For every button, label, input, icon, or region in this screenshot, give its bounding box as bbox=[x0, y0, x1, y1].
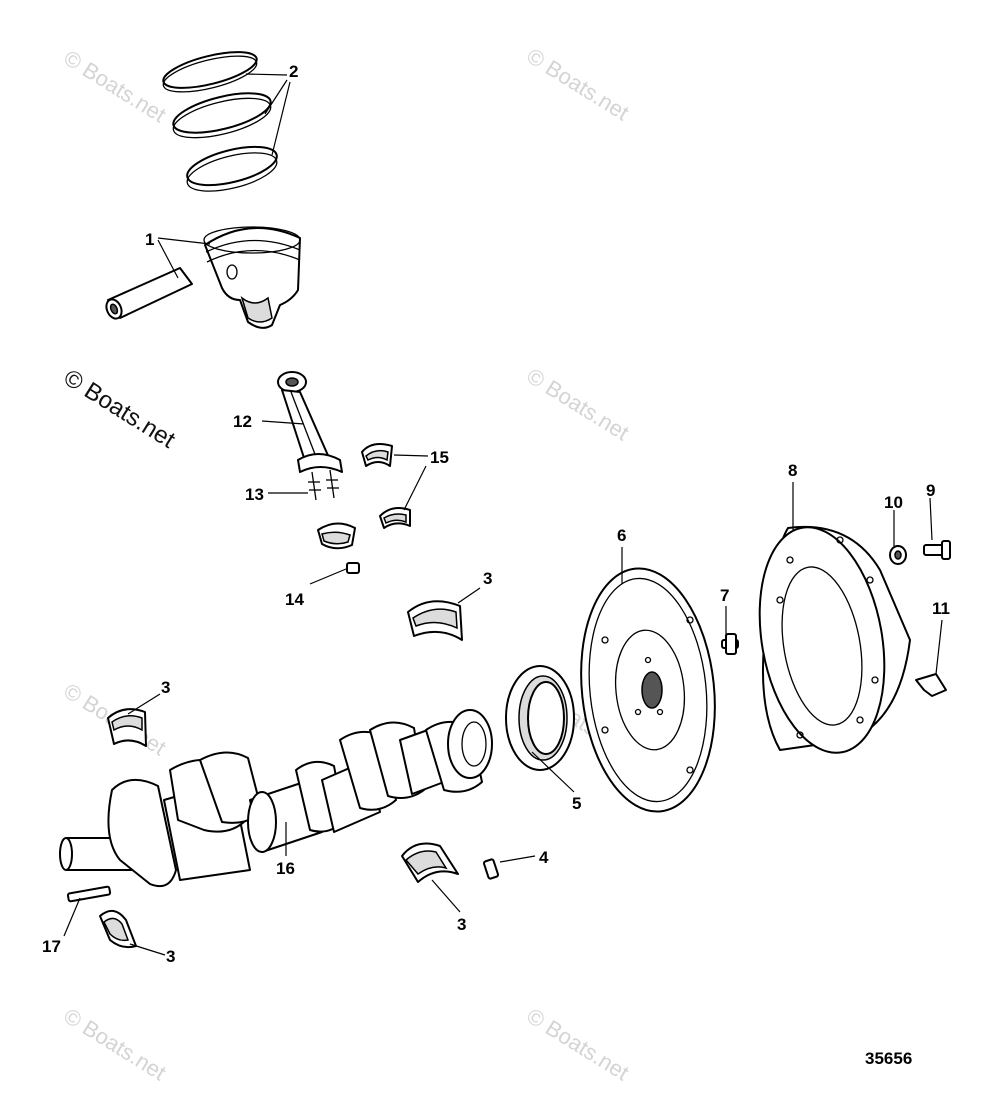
callout-3: 3 bbox=[457, 915, 466, 934]
main-bearing-left bbox=[107, 708, 147, 747]
main-bearing-bottom bbox=[99, 909, 137, 949]
rod-cap bbox=[317, 522, 356, 550]
diagram-id-number: 35656 bbox=[865, 1049, 912, 1068]
watermark: © Boats.net bbox=[522, 1003, 633, 1085]
callout-14: 14 bbox=[285, 590, 304, 609]
callout-10: 10 bbox=[884, 493, 903, 512]
callout-13: 13 bbox=[245, 485, 264, 504]
crank-key bbox=[66, 885, 112, 903]
main-bearing-lower bbox=[401, 842, 459, 883]
leader-lines bbox=[63, 73, 943, 956]
pilot-pin bbox=[482, 858, 500, 880]
callout-17: 17 bbox=[42, 937, 61, 956]
callouts: 1 2 3 3 3 3 4 5 6 7 8 9 10 11 12 13 14 1… bbox=[42, 62, 950, 1068]
crankshaft bbox=[59, 709, 493, 888]
callout-4: 4 bbox=[539, 848, 549, 867]
main-bearing-upper bbox=[407, 600, 463, 641]
callout-11: 11 bbox=[932, 599, 950, 618]
callout-2: 2 bbox=[289, 62, 298, 81]
rod-dowel bbox=[346, 562, 360, 574]
washer bbox=[889, 545, 907, 565]
callout-3: 3 bbox=[161, 678, 170, 697]
clip bbox=[915, 673, 947, 697]
watermark: © Boats.net bbox=[522, 363, 633, 445]
housing-bolt bbox=[923, 540, 951, 560]
rod-bearings bbox=[361, 443, 411, 529]
callout-8: 8 bbox=[788, 461, 797, 480]
callout-1: 1 bbox=[145, 230, 154, 249]
watermark: © Boats.net bbox=[59, 1003, 170, 1085]
piston-rings bbox=[162, 51, 278, 192]
connecting-rod bbox=[277, 371, 343, 501]
flywheel bbox=[580, 567, 716, 813]
callout-9: 9 bbox=[926, 481, 935, 500]
flywheel-bolt bbox=[721, 633, 739, 655]
flywheel-housing bbox=[758, 526, 911, 754]
callout-12: 12 bbox=[233, 412, 252, 431]
piston bbox=[105, 226, 301, 329]
watermark: © Boats.net bbox=[59, 45, 170, 127]
callout-7: 7 bbox=[720, 586, 729, 605]
callout-3: 3 bbox=[483, 569, 492, 588]
callout-3: 3 bbox=[166, 947, 175, 966]
watermark: © Boats.net bbox=[522, 43, 633, 125]
callout-15: 15 bbox=[430, 448, 449, 467]
callout-16: 16 bbox=[276, 859, 295, 878]
callout-5: 5 bbox=[572, 794, 581, 813]
callout-6: 6 bbox=[617, 526, 626, 545]
rear-main-seal bbox=[505, 665, 575, 771]
watermark-primary: © Boats.net bbox=[59, 364, 180, 454]
